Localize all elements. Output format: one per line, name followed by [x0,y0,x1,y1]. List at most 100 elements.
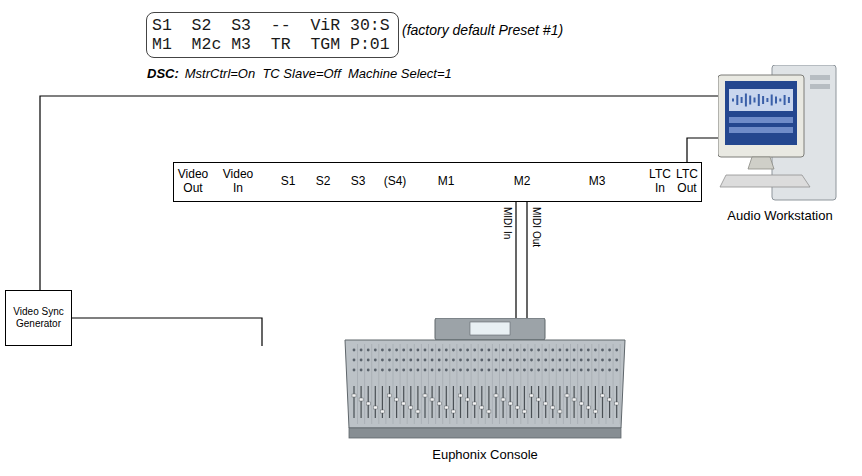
wire-label: MIDI In [501,207,513,239]
knob [544,349,547,352]
fader-cap [487,410,491,413]
strip-divider [407,344,408,424]
knob [402,349,405,352]
strip-divider [542,344,543,424]
knob [559,349,562,352]
knob [587,349,590,352]
knob [473,369,476,372]
lcd-display: S1 S2 S3 -- ViR 30:SM1 M2c M3 TR TGM P:0… [146,12,399,58]
dsc-heading: DSC: [147,66,179,82]
strip-divider [556,344,557,424]
knob [353,349,356,352]
knob [495,359,498,362]
knob [473,349,476,352]
sync-generator-box: Video Sync Generator [5,290,72,346]
fader-slot [453,386,454,418]
waveform-bar [762,96,764,104]
knob [551,359,554,362]
box-label: Video Sync Generator [10,306,67,330]
knob [402,359,405,362]
strip-divider [613,344,614,424]
fader-cap [551,406,555,409]
fader-slot [595,386,596,418]
fader-cap [395,398,399,401]
port-label: LTC Out [676,168,698,196]
strip-divider [400,344,401,424]
knob [374,349,377,352]
signal-wire [515,202,516,318]
fader-cap [430,398,434,401]
fader-cap [466,398,470,401]
port-slot: LTC Out [676,168,698,196]
fader-slot [460,386,461,418]
monitor-stand [748,157,774,169]
strip-divider [421,344,422,424]
waveform-bar [771,95,773,106]
knob [480,369,483,372]
fader-cap [423,394,427,397]
fader-cap [515,406,519,409]
strip-divider [364,344,365,424]
knob [431,359,434,362]
knob [395,369,398,372]
fader-cap [615,402,619,405]
strip-divider [570,344,571,424]
knob [601,349,604,352]
strip-divider [549,344,550,424]
fader-cap [537,398,541,401]
strip-divider [371,344,372,424]
fader-slot [538,386,539,418]
strip-divider [464,344,465,424]
port-label: M3 [589,175,606,189]
port-slot: M1 [438,175,455,189]
port-slot: Video In [223,168,253,196]
knob [402,369,405,372]
knob [495,369,498,372]
wire-label: MIDI Out [530,207,542,247]
fader-cap [608,398,612,401]
knob [445,359,448,362]
signal-wire [72,318,262,346]
knob [573,369,576,372]
strip-divider [535,344,536,424]
knob [566,359,569,362]
knob [509,349,512,352]
fader-slot [559,386,560,418]
track-row [729,117,793,123]
waveform-bar [788,97,790,103]
knob [594,369,597,372]
knob [502,369,505,372]
port-slot: Video Out [178,168,208,196]
knob [594,349,597,352]
fader-slot [574,386,575,418]
strip-divider [357,344,358,424]
fader-cap [352,394,356,397]
waveform-bar [775,97,777,104]
knob [438,359,441,362]
strip-divider [442,344,443,424]
display-row: S1 S2 S3 -- ViR 30:S [152,16,390,35]
fader-cap [373,406,377,409]
strip-divider [449,344,450,424]
strip-divider [393,344,394,424]
knob [530,359,533,362]
fader-slot [517,386,518,418]
knob [445,369,448,372]
fader-slot [361,386,362,418]
knob [516,369,519,372]
fader-cap [402,402,406,405]
console-body [345,340,625,428]
knob [374,369,377,372]
caption-slot: Audio Workstation [718,208,842,224]
fader-cap [437,402,441,405]
knob [409,359,412,362]
port-label: (S4) [384,175,407,189]
fader-slot [432,386,433,418]
knob [466,349,469,352]
fader-slot [382,386,383,418]
knob [530,369,533,372]
knob [523,349,526,352]
knob [488,369,491,372]
fader-slot [417,386,418,418]
port-slot: M3 [589,175,606,189]
